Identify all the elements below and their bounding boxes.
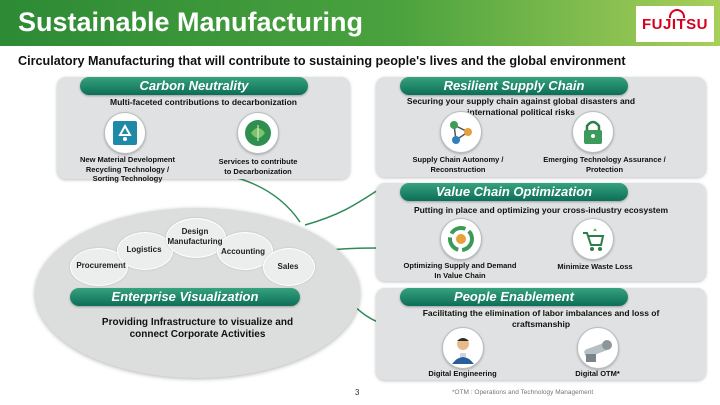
- carbon-neutrality-title: Carbon Neutrality: [80, 77, 308, 95]
- page-title: Sustainable Manufacturing: [18, 7, 364, 37]
- padlock-icon: [572, 111, 614, 153]
- globe-leaf-icon: [237, 112, 279, 154]
- people-enablement-description: Facilitating the elimination of labor im…: [422, 308, 660, 329]
- bubble-sales: [263, 248, 315, 286]
- robot-arm-icon: [577, 327, 619, 369]
- network-nodes-icon: [440, 111, 482, 153]
- cycle-arrows-icon: [440, 218, 482, 260]
- accounting-label: Accounting: [221, 247, 265, 256]
- footnote: *OTM : Operations and Technology Managem…: [452, 389, 594, 396]
- carbon-neutrality-description: Multi-faceted contributions to decarboni…: [110, 97, 297, 107]
- resilient-item-2-label: Emerging Technology Assurance / Protecti…: [543, 155, 666, 174]
- procurement-label: Procurement: [76, 261, 126, 270]
- header-banner: Sustainable Manufacturing FUJITSU: [0, 0, 720, 46]
- people-enablement-title: People Enablement: [400, 288, 628, 306]
- fujitsu-logo: FUJITSU: [636, 6, 714, 42]
- recycle-flask-icon: [104, 112, 146, 154]
- enterprise-visualization-description: Providing Infrastructure to visualize an…: [101, 317, 294, 340]
- resilient-item-1-label: Supply Chain Autonomy / Reconstruction: [412, 155, 504, 174]
- enterprise-visualization-title: Enterprise Visualization: [70, 288, 300, 306]
- bubble-accounting: [217, 232, 273, 270]
- sales-label: Sales: [277, 262, 299, 271]
- bubble-design-manufacturing: [166, 218, 226, 258]
- value-chain-item-2-label: Minimize Waste Loss: [557, 262, 633, 271]
- cart-recycle-icon: [572, 218, 614, 260]
- carbon-item-2-label: Services to contribute to Decarbonizatio…: [218, 157, 298, 176]
- resilient-supply-chain-description: Securing your supply chain against globa…: [406, 96, 636, 117]
- value-chain-title: Value Chain Optimization: [400, 183, 628, 201]
- logo-text: FUJITSU: [641, 16, 708, 33]
- logo-infinity-mark: [669, 9, 685, 18]
- people-item-1-label: Digital Engineering: [428, 369, 497, 378]
- design-manufacturing-label: Design Manufacturing: [167, 227, 223, 246]
- carbon-item-1-label: New Material Development Recycling Techn…: [79, 155, 176, 183]
- people-item-2-label: Digital OTM*: [575, 369, 620, 378]
- logistics-label: Logistics: [126, 245, 162, 254]
- bubble-logistics: [117, 232, 173, 270]
- value-chain-item-1-label: Optimizing Supply and Demand In Value Ch…: [403, 261, 517, 280]
- page-number: 3: [355, 388, 360, 397]
- engineer-icon: [442, 327, 484, 369]
- resilient-supply-chain-title: Resilient Supply Chain: [400, 77, 628, 95]
- page-subtitle: Circulatory Manufacturing that will cont…: [18, 54, 626, 68]
- value-chain-description: Putting in place and optimizing your cro…: [413, 205, 669, 215]
